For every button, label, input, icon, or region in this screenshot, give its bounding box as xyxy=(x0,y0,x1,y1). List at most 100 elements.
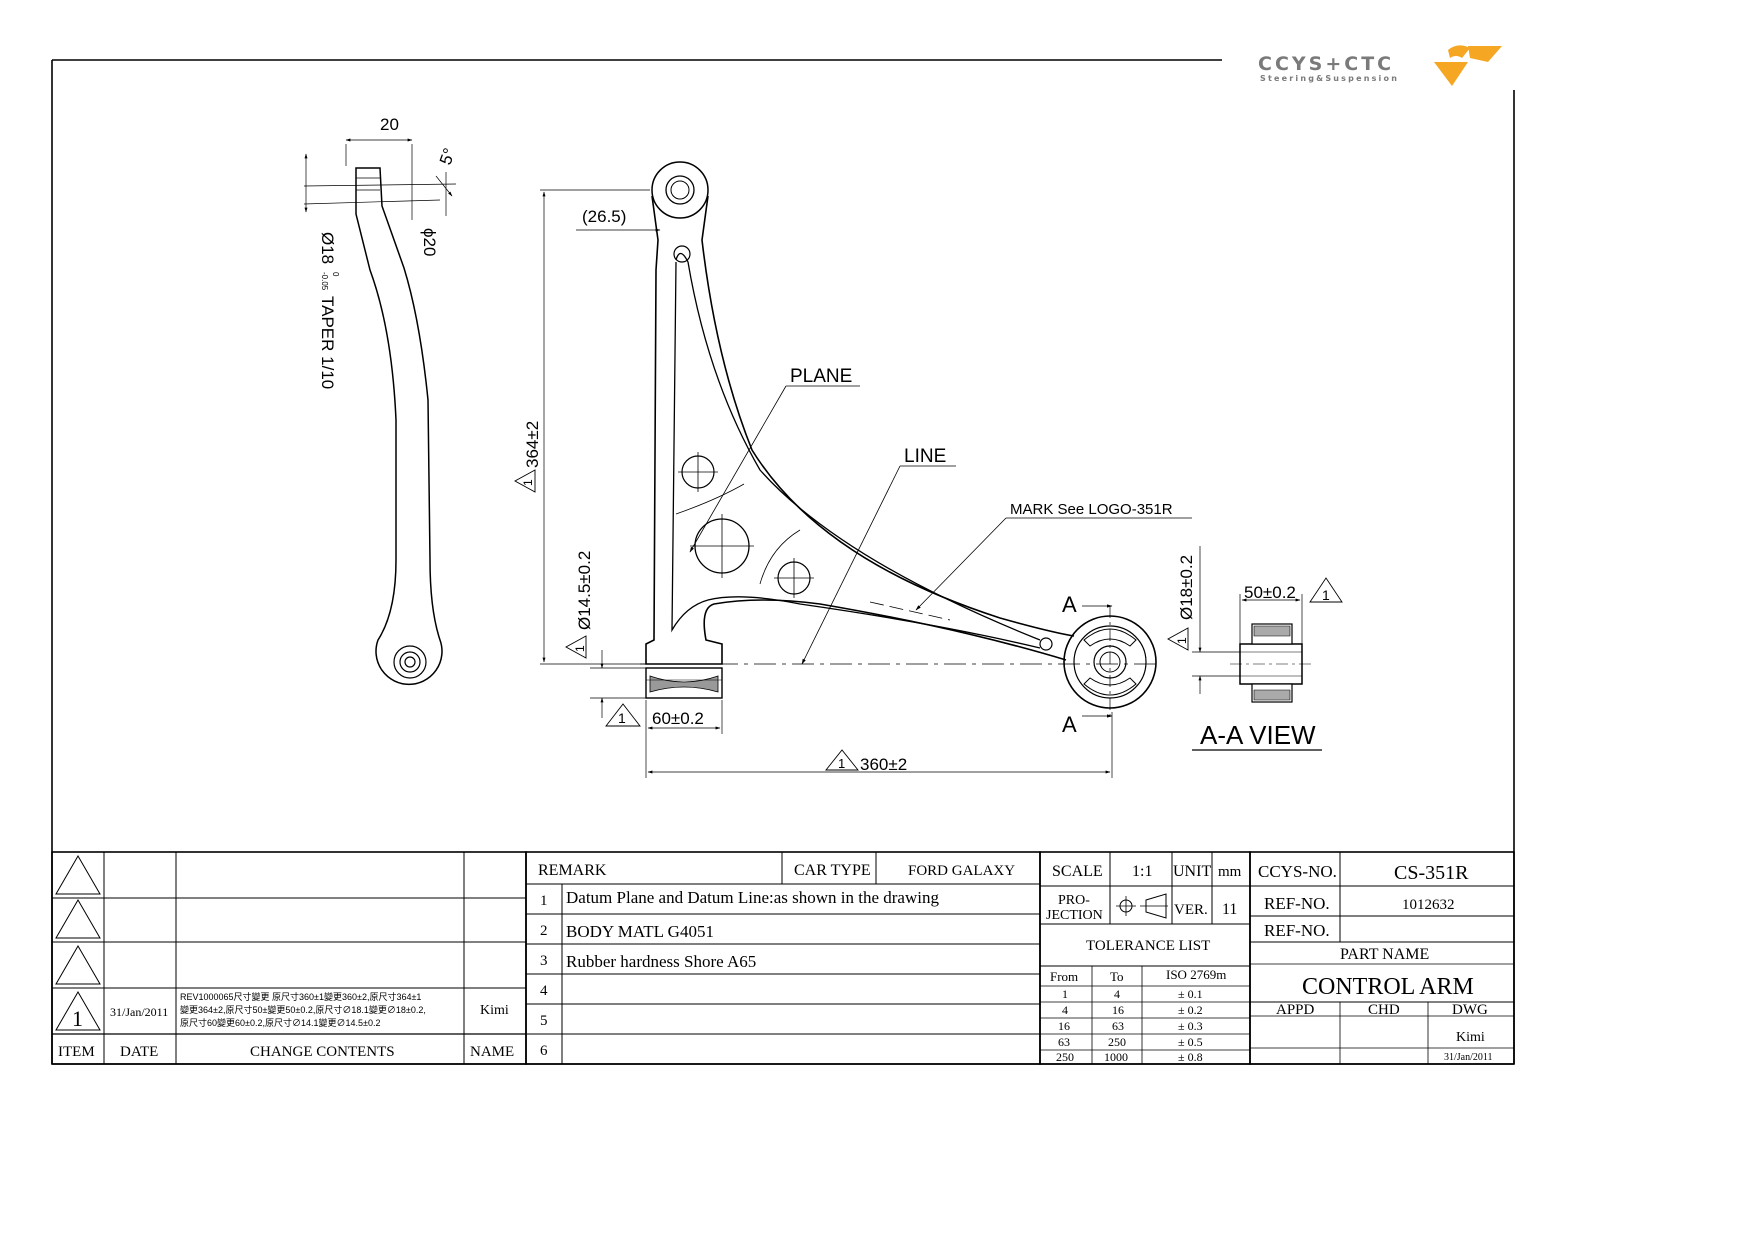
dim-front-bush-dia: Ø14.5±0.2 xyxy=(575,551,594,630)
datum-symbol-section-width: 1 xyxy=(1322,587,1330,603)
tol-row1-iso: ± 0.1 xyxy=(1178,987,1203,1001)
dim-side-taper-dia: Ø18 xyxy=(318,232,337,264)
rev-triangle-4 xyxy=(55,991,101,1031)
side-view: 20 5° ϕ20 Ø18 0 -0.05 TAPER 1/10 xyxy=(303,115,459,685)
section-view: Ø18±0.2 1 50±0.2 1 A-A VIEW xyxy=(1167,546,1343,751)
side-ball-joint-outer xyxy=(393,645,427,679)
remark-no-4: 4 xyxy=(540,983,548,999)
datum-triangle-bushdia xyxy=(565,635,587,659)
side-arm-outline xyxy=(355,167,443,685)
front-outer-right xyxy=(701,195,1075,637)
dim-side-taper-tol-lower: -0.05 xyxy=(320,272,329,291)
datum-symbol-height: 1 xyxy=(521,479,535,486)
dwg-date: 31/Jan/2011 xyxy=(1444,1052,1493,1063)
rev-contents-line-3: 原尺寸60變更60±0.2,原尺寸∅14.1變更∅14.5±0.2 xyxy=(180,1017,380,1028)
dim-side-width: 20 xyxy=(380,115,399,134)
scale-label: SCALE xyxy=(1052,863,1103,880)
company-logo: CCYS+CTC Steering&Suspension xyxy=(1258,45,1502,86)
front-hole-3 xyxy=(774,558,814,598)
unit-label: UNIT xyxy=(1173,863,1211,880)
ver-value: 11 xyxy=(1222,901,1237,918)
tol-row3-iso: ± 0.3 xyxy=(1178,1019,1203,1033)
dim-side-taper-tol-upper: 0 xyxy=(331,272,340,277)
plane-leader xyxy=(689,385,787,553)
remark-text-3: Rubber hardness Shore A65 xyxy=(566,952,756,971)
part-name-label: PART NAME xyxy=(1340,946,1429,963)
appd-label: APPD xyxy=(1276,1002,1315,1018)
datum-symbol-length: 1 xyxy=(838,756,845,771)
callout-mark: MARK See LOGO-351R xyxy=(1010,501,1173,518)
front-bottom-bushing xyxy=(645,667,723,699)
rev-header-name: NAME xyxy=(470,1044,514,1060)
tol-row4-from: 63 xyxy=(1058,1035,1070,1049)
section-marker-top: A xyxy=(1062,592,1077,617)
dim-side-pin-dia: ϕ20 xyxy=(420,228,439,256)
tol-row2-to: 16 xyxy=(1112,1003,1124,1017)
dim-front-offset: (26.5) xyxy=(582,207,626,226)
front-outer-left xyxy=(645,195,1067,665)
rev-contents-line-1: REV1000065尺寸變更 原尺寸360±1變更360±2,原尺寸364±1 xyxy=(180,991,421,1002)
side-ball-joint-mid xyxy=(399,651,421,673)
datum-triangle-section-width xyxy=(1309,577,1343,603)
front-lower-hole xyxy=(1039,637,1053,651)
logo-wing-icon xyxy=(1468,46,1502,62)
line-leader xyxy=(801,465,901,665)
front-top-eye-hole xyxy=(670,180,690,200)
callout-plane: PLANE xyxy=(790,366,852,387)
revision-block: 1 31/Jan/2011 REV1000065尺寸變更 原尺寸360±1變更3… xyxy=(51,851,527,1065)
rev-header-item: ITEM xyxy=(58,1044,95,1060)
scale-tolerance-block: SCALE 1:1 UNIT mm PRO- JECTION VER. 11 T… xyxy=(1039,851,1251,1065)
tol-header-from: From xyxy=(1050,969,1078,984)
remark-no-1: 1 xyxy=(540,893,548,909)
datum-symbol-bushlen: 1 xyxy=(618,710,626,726)
remark-no-5: 5 xyxy=(540,1013,548,1029)
datum-symbol-section-dia: 1 xyxy=(1175,637,1189,644)
ref-no-label: REF-NO. xyxy=(1264,894,1330,913)
front-top-eye-outer xyxy=(651,161,709,219)
logo-swoosh-icon xyxy=(1448,45,1470,58)
tol-row1-to: 4 xyxy=(1114,987,1120,1001)
tol-row3-to: 63 xyxy=(1112,1019,1124,1033)
tol-row2-iso: ± 0.2 xyxy=(1178,1003,1203,1017)
remark-text-1: Datum Plane and Datum Line:as shown in t… xyxy=(566,888,939,907)
front-hole-2 xyxy=(690,514,754,578)
dim-side-angle: 5° xyxy=(436,146,459,168)
tol-row5-from: 250 xyxy=(1056,1050,1074,1064)
ref-no-value: 1012632 xyxy=(1402,897,1455,913)
dwg-label: DWG xyxy=(1452,1002,1488,1018)
tolerance-title: TOLERANCE LIST xyxy=(1086,938,1210,954)
remarks-header: REMARK xyxy=(538,862,607,879)
front-upper-hole xyxy=(673,245,691,263)
section-marker-bottom: A xyxy=(1062,712,1077,737)
dim-section-width: 50±0.2 xyxy=(1244,583,1296,602)
datum-symbol-bushdia: 1 xyxy=(573,645,587,652)
rev-date-1: 31/Jan/2011 xyxy=(110,1005,168,1019)
callout-line: LINE xyxy=(904,446,946,467)
third-angle-projection-icon xyxy=(1116,893,1168,919)
rev-item-1: 1 xyxy=(72,1006,83,1031)
dim-front-length: 360±2 xyxy=(860,755,907,774)
title-block: CCYS-NO. CS-351R REF-NO. 1012632 REF-NO.… xyxy=(1249,851,1515,1065)
dim-front-height: 364±2 xyxy=(523,421,542,468)
logo-triangle-icon xyxy=(1434,62,1468,86)
mark-leader xyxy=(915,517,1007,611)
chd-label: CHD xyxy=(1368,1002,1400,1018)
tol-row5-to: 1000 xyxy=(1104,1050,1128,1064)
datum-triangle-bushlen xyxy=(605,703,641,727)
front-inner-rib-right xyxy=(675,252,1041,641)
rev-triangle-3 xyxy=(55,945,101,985)
dwg-name: Kimi xyxy=(1456,1030,1485,1045)
tol-row5-iso: ± 0.8 xyxy=(1178,1050,1203,1064)
logo-tagline: Steering&Suspension xyxy=(1260,74,1399,83)
dim-section-dia: Ø18±0.2 xyxy=(1177,555,1196,620)
rev-name-1: Kimi xyxy=(480,1003,509,1018)
datum-triangle-height xyxy=(514,469,536,493)
datum-triangle-section-dia xyxy=(1167,627,1189,651)
tol-row4-iso: ± 0.5 xyxy=(1178,1035,1203,1049)
projection-label-2: JECTION xyxy=(1046,908,1103,923)
tol-header-to: To xyxy=(1110,969,1124,984)
dim-side-taper-suffix: TAPER 1/10 xyxy=(318,296,337,389)
tol-row3-from: 16 xyxy=(1058,1019,1070,1033)
rev-contents-line-2: 變更364±2,原尺寸50±變更50±0.2,原尺寸∅18.1變更∅18±0.2… xyxy=(180,1004,426,1015)
remarks-block: REMARK CAR TYPE FORD GALAXY 1 Datum Plan… xyxy=(525,851,1041,1065)
